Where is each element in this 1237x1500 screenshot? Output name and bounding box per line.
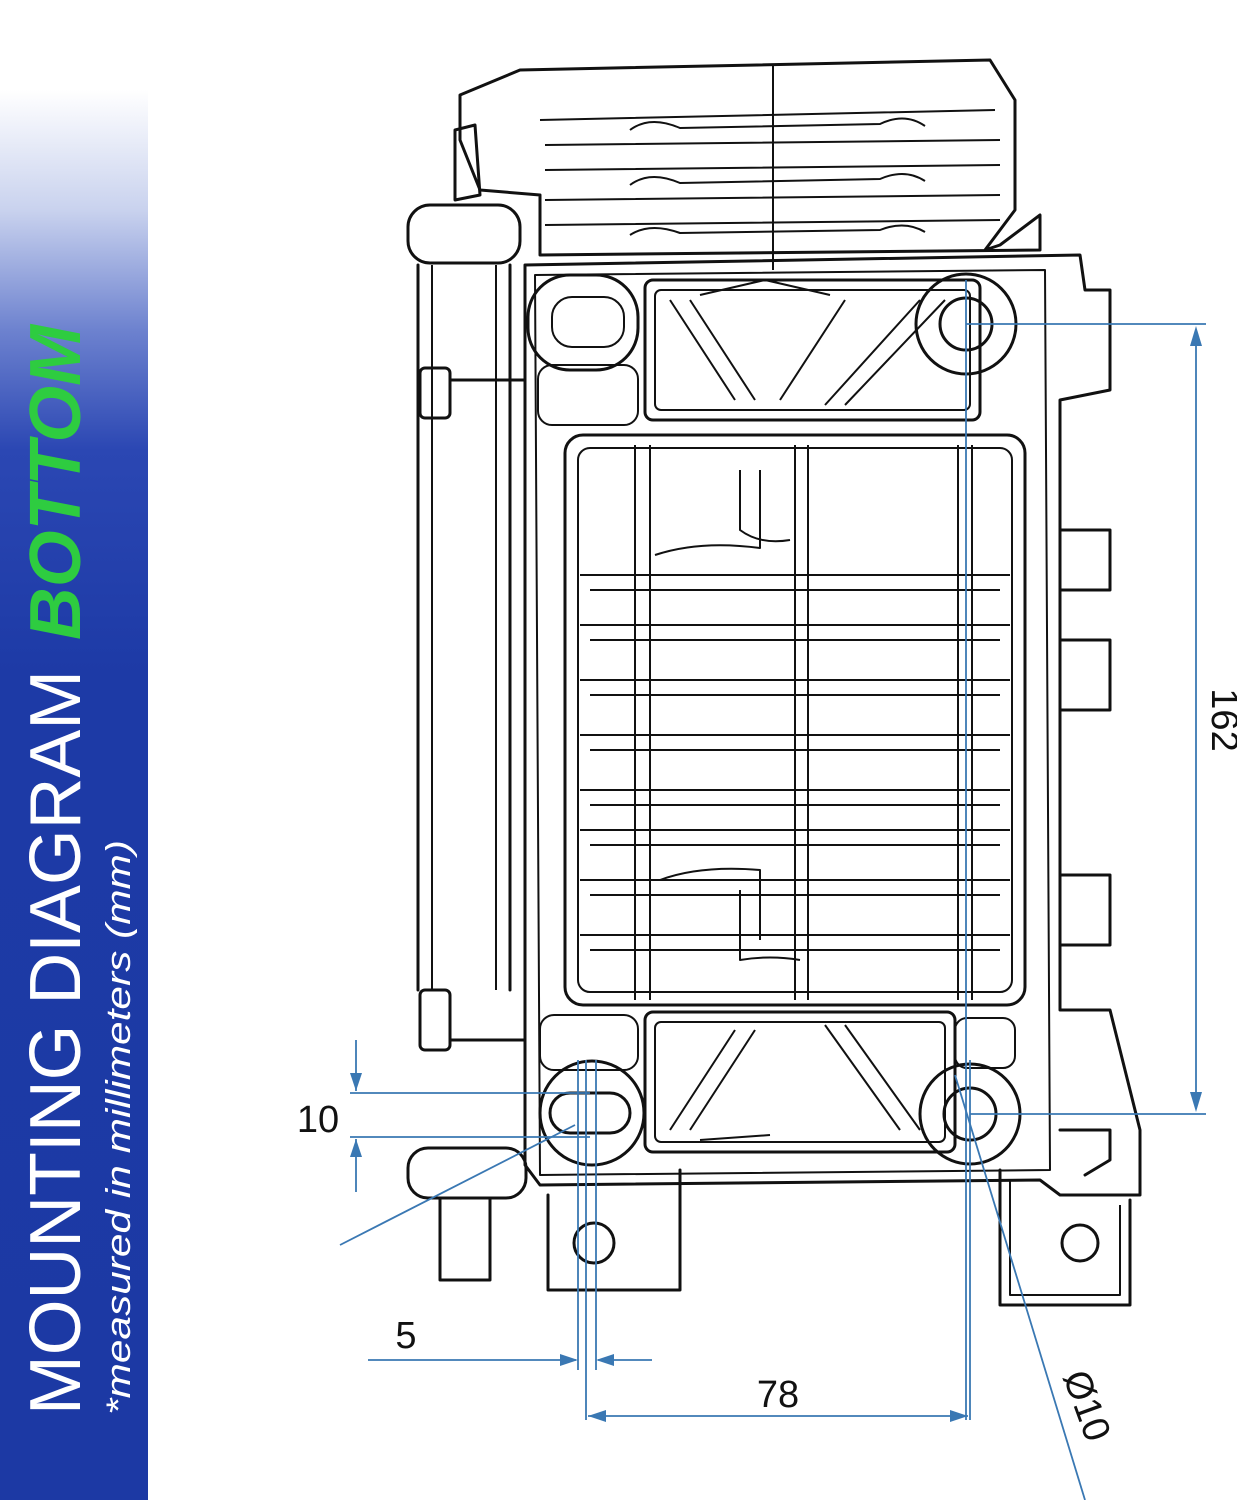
side-banner: MOUNTING DIAGRAM BOTTOM *measured in mil… <box>0 0 148 1500</box>
dimension-lines <box>339 280 1206 1500</box>
dim-label-5: 5 <box>395 1315 416 1357</box>
dim-label-10: 10 <box>297 1099 339 1141</box>
dimension-labels: 162 10 5 78 Ø10 <box>297 688 1237 1447</box>
engine-outline <box>406 58 1142 1307</box>
banner-title: MOUNTING DIAGRAM <box>16 670 96 1415</box>
banner-subtitle: *measured in millimeters (mm) <box>100 840 138 1415</box>
banner-text-svg: MOUNTING DIAGRAM BOTTOM *measured in mil… <box>16 323 138 1415</box>
dim-label-78: 78 <box>757 1374 799 1416</box>
banner-title-highlight: BOTTOM <box>16 323 96 640</box>
dim-label-162: 162 <box>1203 688 1237 751</box>
mounting-drawing: 162 10 5 78 Ø10 <box>297 58 1237 1500</box>
dim-label-diameter: Ø10 <box>1054 1365 1118 1447</box>
